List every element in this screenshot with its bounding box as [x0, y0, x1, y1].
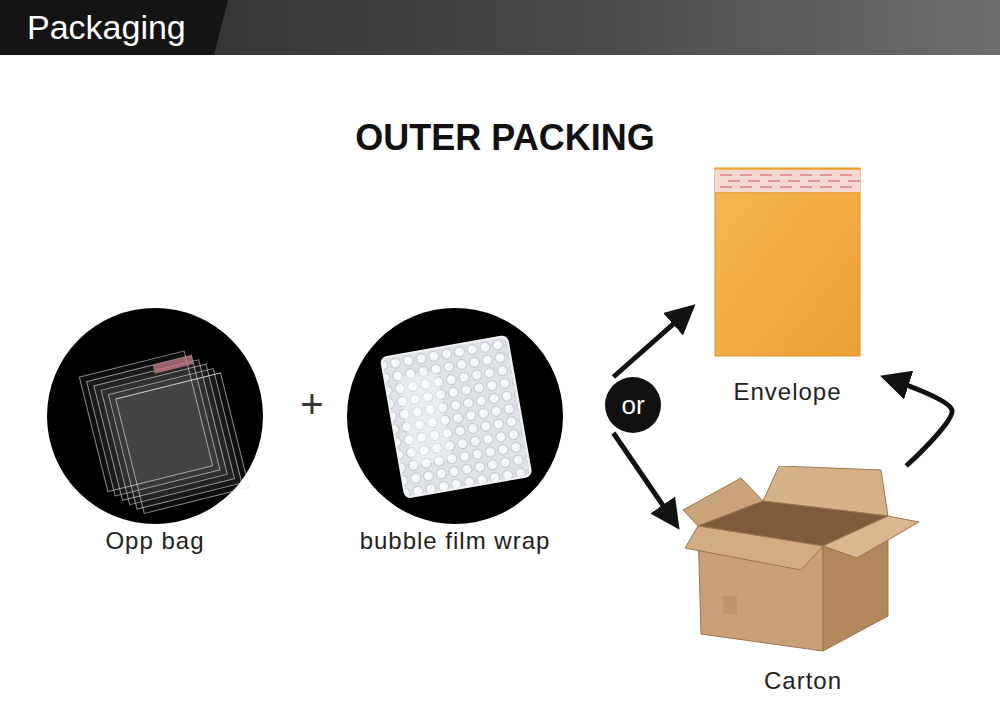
section-heading: Packaging — [0, 0, 1000, 55]
band-bar — [0, 0, 1000, 55]
box-mark — [723, 596, 737, 614]
adhesive-strip — [153, 355, 194, 373]
flow-arrow — [886, 378, 952, 466]
strip-print — [828, 180, 840, 181]
strip-print — [740, 174, 752, 175]
flap-edge — [715, 193, 860, 194]
opp-bags — [79, 344, 249, 521]
strip-print — [840, 186, 852, 187]
seal-strip — [715, 170, 860, 192]
strip-print — [848, 180, 860, 181]
strip-print — [808, 180, 820, 181]
bubble-illustration — [347, 308, 563, 524]
envelope-item: Envelope — [700, 166, 875, 406]
strip-print — [788, 180, 800, 181]
item-label: Carton — [683, 667, 923, 695]
diagram-title: OUTER PACKING — [305, 116, 705, 160]
black-disc — [347, 308, 563, 524]
or-circle: or — [605, 377, 661, 433]
padded-envelope — [715, 168, 860, 356]
strip-print — [780, 186, 792, 187]
bag-flap-line — [116, 373, 221, 399]
strip-print — [740, 186, 752, 187]
bubble-wrap-pack — [381, 336, 532, 498]
choice-word: or — [605, 377, 661, 433]
flow-arrow — [613, 433, 676, 525]
strip-print — [728, 180, 740, 181]
front-flap — [685, 526, 823, 570]
item-label: Envelope — [700, 378, 875, 406]
clear-bag — [116, 373, 249, 514]
item-label: Opp bag — [47, 527, 263, 555]
opp-bag-circle: Opp bag — [47, 308, 263, 555]
item-label: bubble film wrap — [347, 527, 563, 555]
plus-sign: + — [292, 380, 332, 428]
carton-item: Carton — [683, 466, 923, 695]
black-disc — [47, 308, 263, 524]
or-disc — [605, 377, 661, 433]
strip-print — [720, 186, 732, 187]
envelope-illustration — [700, 166, 875, 358]
strip-print — [720, 174, 732, 175]
header-band: Packaging — [0, 0, 1000, 55]
bubble-wrap — [381, 336, 532, 498]
carton-illustration — [683, 466, 923, 656]
strip-print — [768, 180, 780, 181]
strip-print — [748, 180, 760, 181]
bubble-wrap-circle: bubble film wrap — [347, 308, 563, 555]
flow-arrow — [613, 308, 691, 377]
strip-print — [780, 174, 792, 175]
strip-print — [820, 174, 832, 175]
strip-print — [840, 174, 852, 175]
strip-print — [760, 186, 772, 187]
strip-print — [760, 174, 772, 175]
right-flap — [823, 516, 919, 558]
strip-print — [800, 174, 812, 175]
wrap-highlight — [397, 370, 452, 466]
strip-print — [820, 186, 832, 187]
strip-print — [800, 186, 812, 187]
opp-illustration — [47, 308, 263, 524]
